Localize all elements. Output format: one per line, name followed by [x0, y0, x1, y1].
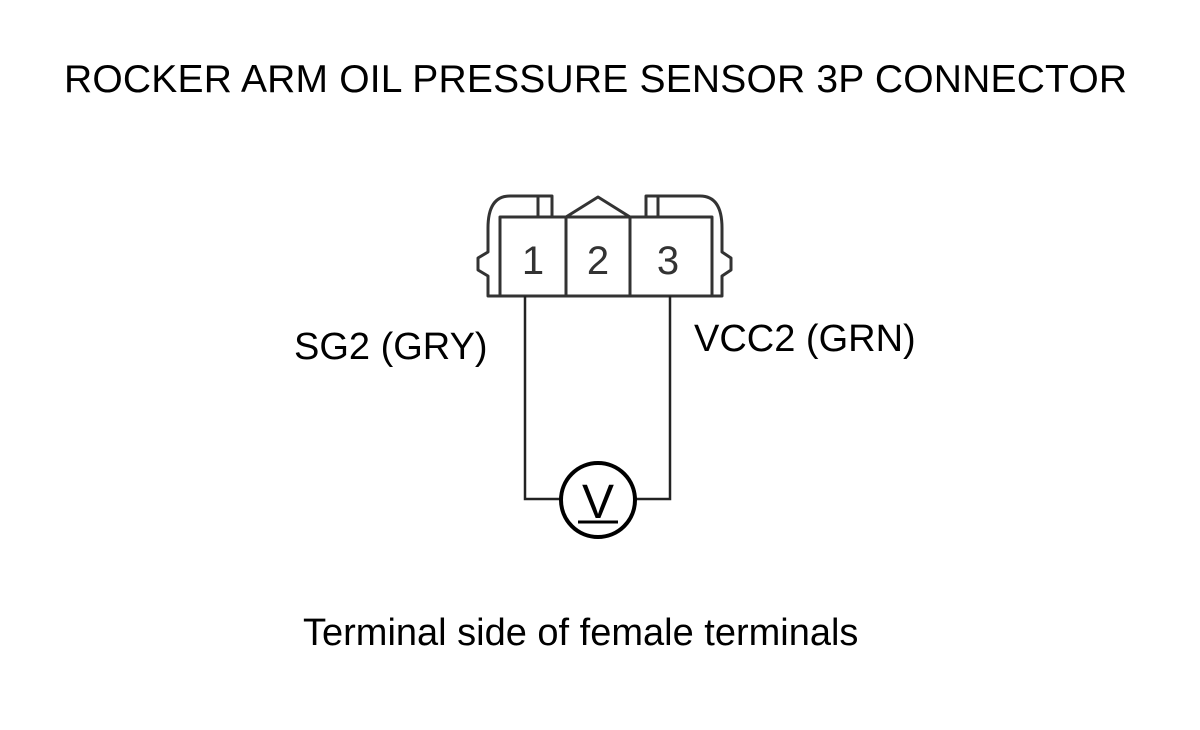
diagram-title: ROCKER ARM OIL PRESSURE SENSOR 3P CONNEC…	[64, 58, 1128, 101]
pin-number-3: 3	[657, 239, 679, 283]
connector-housing	[476, 194, 733, 298]
wire-sg2	[523, 296, 560, 501]
pin-number-2: 2	[587, 239, 609, 283]
voltmeter-symbol: V	[582, 476, 614, 529]
voltmeter-icon: V	[559, 461, 637, 539]
wire-label-sg2: SG2 (GRY)	[294, 326, 488, 368]
wire-label-vcc2: VCC2 (GRN)	[694, 318, 916, 360]
diagram-caption: Terminal side of female terminals	[303, 612, 859, 654]
pin-number-1: 1	[522, 239, 544, 283]
wire-loop	[523, 296, 672, 501]
wire-vcc2	[636, 296, 672, 501]
